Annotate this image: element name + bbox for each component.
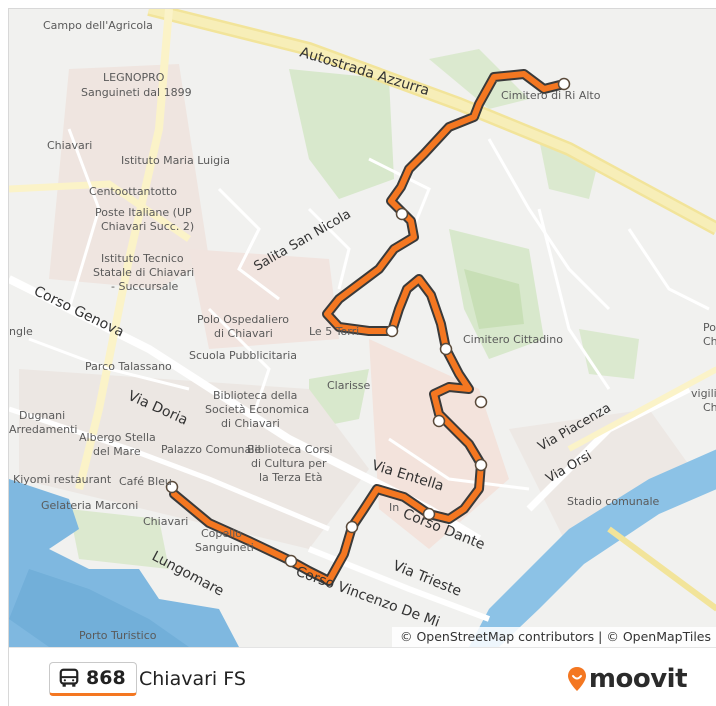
route-number: 868 (86, 667, 126, 689)
place-label: Café Bleu (119, 475, 172, 488)
route-stop[interactable] (422, 507, 436, 521)
place-label: Chiavari Succ. 2) (101, 220, 194, 233)
route-stop[interactable] (432, 414, 446, 428)
bus-icon (59, 668, 79, 687)
place-label: del Mare (93, 445, 141, 458)
place-label: Chiavari (143, 515, 188, 528)
place-label: Parco Talassano (85, 360, 172, 373)
place-label: Albergo Stella (79, 431, 156, 444)
place-label: In (389, 501, 399, 514)
moovit-pin-icon (567, 667, 586, 691)
place-label: Pos (703, 321, 716, 334)
place-label: - Succursale (111, 280, 179, 293)
place-label: Biblioteca Corsi (247, 443, 333, 456)
place-label: Scuola Pubblicitaria (189, 349, 297, 362)
place-label: Poste Italiane (UP (95, 206, 192, 219)
place-label: Statale di Chiavari (93, 266, 194, 279)
map-frame: Autostrada Azzurra Salita San Nicola Cor… (8, 8, 716, 706)
route-footer: 868 Chiavari FS moovit (9, 647, 716, 706)
place-label: Stadio comunale (567, 495, 660, 508)
place-label: Istituto Maria Luigia (121, 154, 230, 167)
route-map[interactable]: Autostrada Azzurra Salita San Nicola Cor… (9, 9, 716, 647)
place-label: Chiavari (47, 139, 92, 152)
place-label: Kiyomi restaurant (13, 473, 112, 486)
place-label: LEGNOPRO (103, 71, 165, 84)
place-label: Biblioteca della (213, 389, 297, 402)
place-label: Palazzo Comunale (161, 443, 261, 456)
place-label: Sanguineti (195, 541, 254, 554)
map-canvas: Autostrada Azzurra Salita San Nicola Cor… (9, 9, 716, 647)
place-label: Gelateria Marconi (41, 499, 138, 512)
route-stop[interactable] (474, 458, 488, 472)
route-stop[interactable] (439, 342, 453, 356)
route-name: Chiavari FS (139, 668, 246, 690)
place-label: di Chiavari (221, 417, 280, 430)
place-label: Società Economica (205, 403, 309, 416)
place-label: Centoottantotto (89, 185, 177, 198)
route-stop[interactable] (557, 77, 571, 91)
route-stop[interactable] (474, 395, 488, 409)
place-label: Arredamenti (9, 423, 77, 436)
route-stop[interactable] (395, 207, 409, 221)
moovit-logo: moovit (567, 664, 688, 694)
place-label: ngle (9, 325, 33, 338)
place-label: Campo dell'Agricola (43, 19, 153, 32)
place-label: Sanguineti dal 1899 (81, 86, 192, 99)
place-label: Clarisse (327, 379, 371, 392)
place-label: Copello (201, 527, 242, 540)
place-label: Le 5 Torri (309, 325, 359, 338)
place-label: vigili (691, 387, 716, 400)
route-stop[interactable] (345, 520, 359, 534)
place-label: Dugnani (19, 409, 65, 422)
place-label: Istituto Tecnico (101, 252, 184, 265)
map-attribution[interactable]: © OpenStreetMap contributors | © OpenMap… (391, 627, 716, 647)
route-stop[interactable] (284, 554, 298, 568)
place-label: di Cultura per (251, 457, 327, 470)
place-label: Cimitero Cittadino (463, 333, 563, 346)
place-label: Polo Ospedaliero (197, 313, 289, 326)
brand-name: moovit (588, 664, 688, 694)
place-label: Chi (703, 335, 716, 348)
place-label: di Chiavari (214, 327, 273, 340)
place-label: Chi (703, 401, 716, 414)
place-label: Porto Turistico (79, 629, 157, 642)
route-stop[interactable] (165, 480, 179, 494)
route-badge[interactable]: 868 (49, 662, 137, 696)
route-stops (165, 77, 571, 568)
place-label: Cimitero di Ri Alto (501, 89, 601, 102)
place-label: la Terza Età (259, 471, 322, 484)
route-stop[interactable] (385, 324, 399, 338)
